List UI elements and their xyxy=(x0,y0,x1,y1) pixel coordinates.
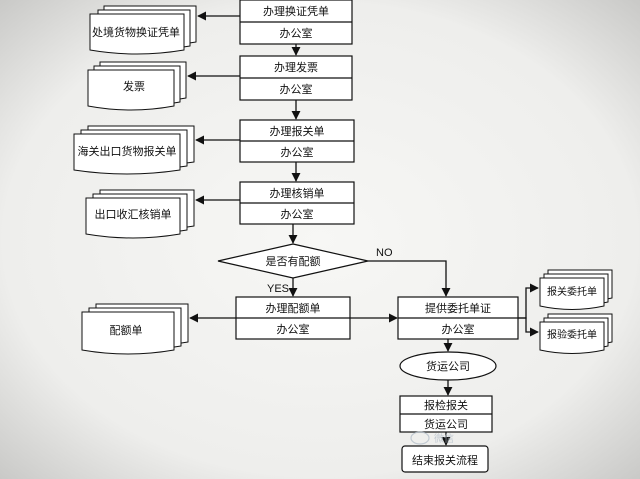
process-box-inspection: 报检报关 货运公司 xyxy=(399,395,493,433)
doc-stack-exchange-voucher: 处境货物换证凭单 xyxy=(89,5,197,55)
doc-stack-customs-export: 海关出口货物报关单 xyxy=(73,125,195,175)
doc-arrow xyxy=(518,283,539,319)
end-node: 结束报关流程 xyxy=(401,445,489,473)
process-box-entrust-docs: 提供委托单证 办公室 xyxy=(397,296,519,340)
doc-stack-customs-entrust: 报关委托单 xyxy=(539,269,613,310)
process-dept: 办公室 xyxy=(277,322,310,336)
doc-label: 发票 xyxy=(123,79,145,93)
process-dept: 货运公司 xyxy=(424,417,468,431)
doc-stack-quota: 配额单 xyxy=(81,303,189,355)
process-box-verification: 办理核销单 办公室 xyxy=(239,181,355,225)
decision-quota: 是否有配额 NO YES xyxy=(217,243,393,295)
process-title: 办理换证凭单 xyxy=(263,4,329,18)
process-title: 报检报关 xyxy=(424,398,468,412)
doc-label: 处境货物换证凭单 xyxy=(92,25,180,39)
doc-label: 报验委托单 xyxy=(547,328,597,341)
flow-arrow-no xyxy=(368,260,451,297)
process-title: 办理报关单 xyxy=(270,124,325,138)
watermark-text: 微信 xyxy=(434,432,454,445)
doc-label: 配额单 xyxy=(110,324,143,337)
process-box-customs-declaration: 办理报关单 办公室 xyxy=(239,119,355,163)
process-title: 提供委托单证 xyxy=(425,301,491,315)
freight-company-node: 货运公司 xyxy=(399,351,497,381)
process-title: 办理发票 xyxy=(274,60,318,74)
decision-no-label: NO xyxy=(376,247,393,259)
wechat-icon xyxy=(410,431,430,445)
decision-yes-label: YES xyxy=(267,283,289,295)
doc-stack-invoice: 发票 xyxy=(87,61,187,111)
process-title: 办理配额单 xyxy=(266,302,321,315)
end-label: 结束报关流程 xyxy=(412,453,478,467)
process-dept: 办公室 xyxy=(280,82,313,96)
process-dept: 办公室 xyxy=(442,322,475,336)
process-box-exchange-voucher: 办理换证凭单 办公室 xyxy=(239,0,353,45)
watermark: 微信 xyxy=(410,431,454,445)
process-box-quota: 办理配额单 办公室 xyxy=(235,296,351,340)
doc-arrow xyxy=(518,317,539,337)
process-title: 办理核销单 xyxy=(270,186,325,200)
process-dept: 办公室 xyxy=(281,207,314,221)
freight-company-label: 货运公司 xyxy=(426,359,470,373)
doc-label: 海关出口货物报关单 xyxy=(78,144,177,158)
doc-label: 报关委托单 xyxy=(547,285,597,298)
process-dept: 办公室 xyxy=(280,26,313,40)
process-dept: 办公室 xyxy=(281,145,314,159)
decision-text: 是否有配额 xyxy=(266,254,321,268)
connectors xyxy=(187,11,539,446)
process-box-invoice: 办理发票 办公室 xyxy=(239,55,353,101)
doc-stack-verification: 出口收汇核销单 xyxy=(85,189,195,239)
doc-label: 出口收汇核销单 xyxy=(95,207,172,221)
doc-stack-inspection-entrust: 报验委托单 xyxy=(539,313,613,354)
